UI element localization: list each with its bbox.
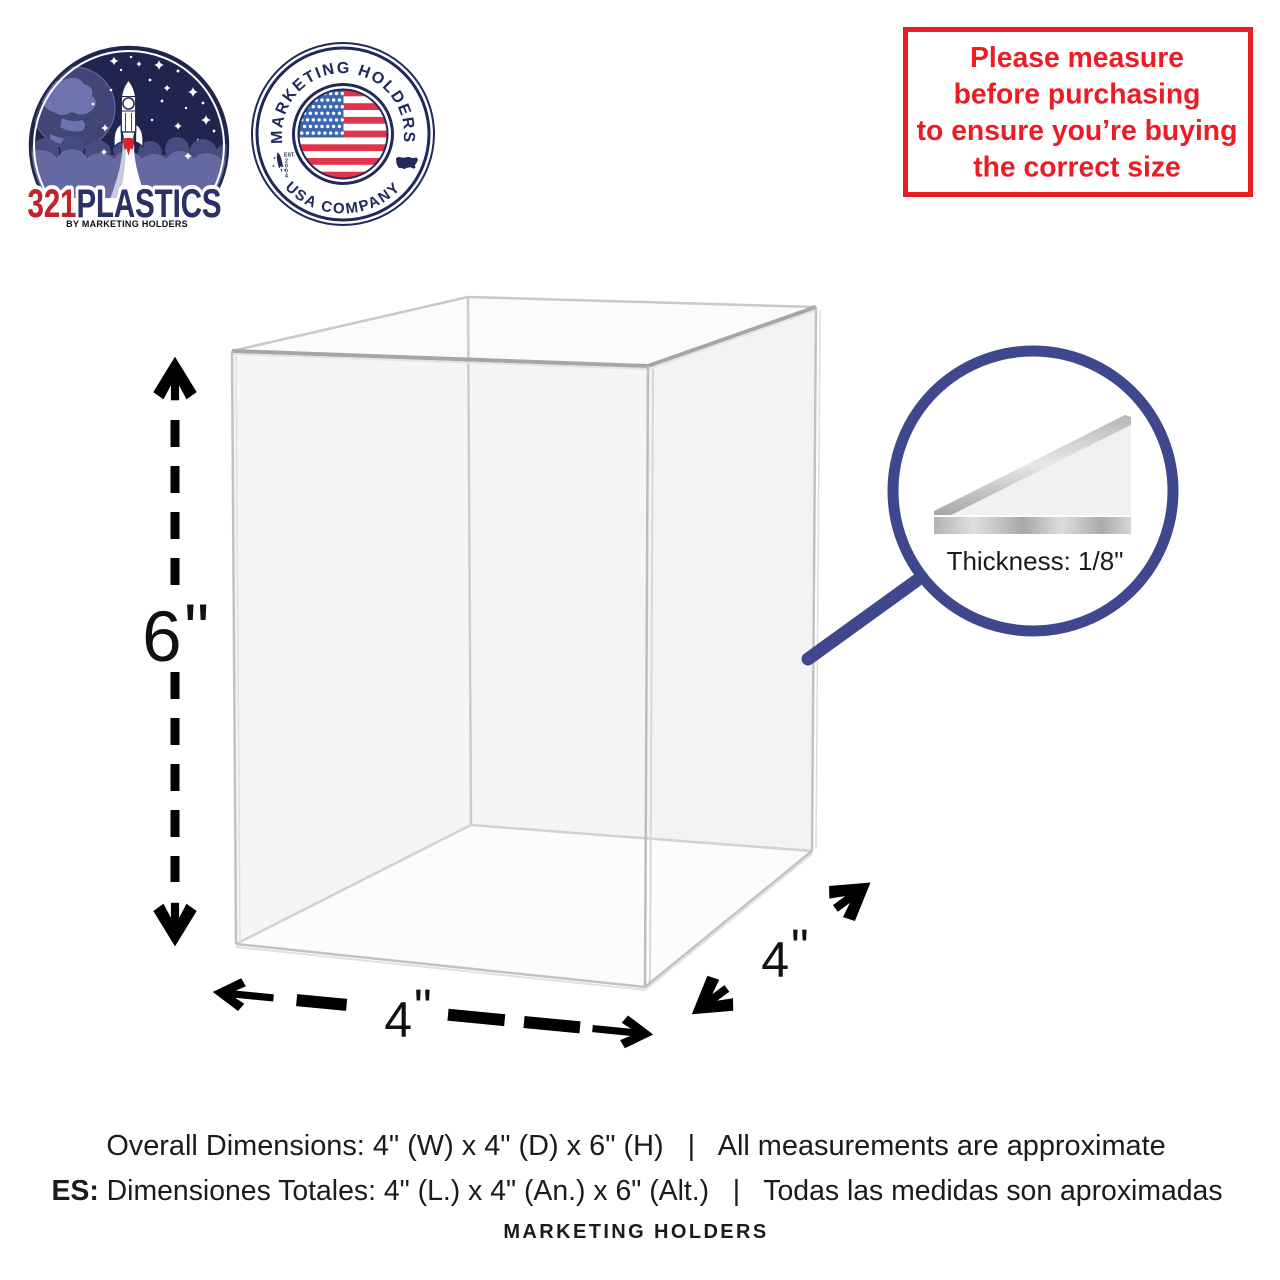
svg-text:the correct size: the correct size — [973, 151, 1181, 183]
svg-text:BY MARKETING HOLDERS: BY MARKETING HOLDERS — [66, 219, 188, 229]
svg-text:EST.: EST. — [284, 153, 296, 159]
svg-text:Overall Dimensions: 4" (W) x 4: Overall Dimensions: 4" (W) x 4" (D) x 6"… — [106, 1130, 1165, 1162]
svg-text:4": 4" — [384, 979, 434, 1048]
svg-text:to ensure you’re buying: to ensure you’re buying — [917, 114, 1238, 146]
svg-text:ES: Dimensiones Totales: 4" (L: ES: Dimensiones Totales: 4" (L.) x 4" (A… — [51, 1175, 1222, 1207]
svg-text:before purchasing: before purchasing — [954, 78, 1201, 110]
svg-text:321PLASTICS: 321PLASTICS — [28, 182, 222, 226]
svg-text:321PLASTICS: 321PLASTICS — [28, 182, 222, 226]
svg-text:6": 6" — [142, 591, 212, 677]
svg-text:Thickness: 1/8": Thickness: 1/8" — [947, 546, 1124, 576]
svg-text:MARKETING HOLDERS: MARKETING HOLDERS — [503, 1221, 768, 1243]
svg-text:Please measure: Please measure — [970, 41, 1184, 73]
svg-text:4": 4" — [761, 919, 811, 988]
